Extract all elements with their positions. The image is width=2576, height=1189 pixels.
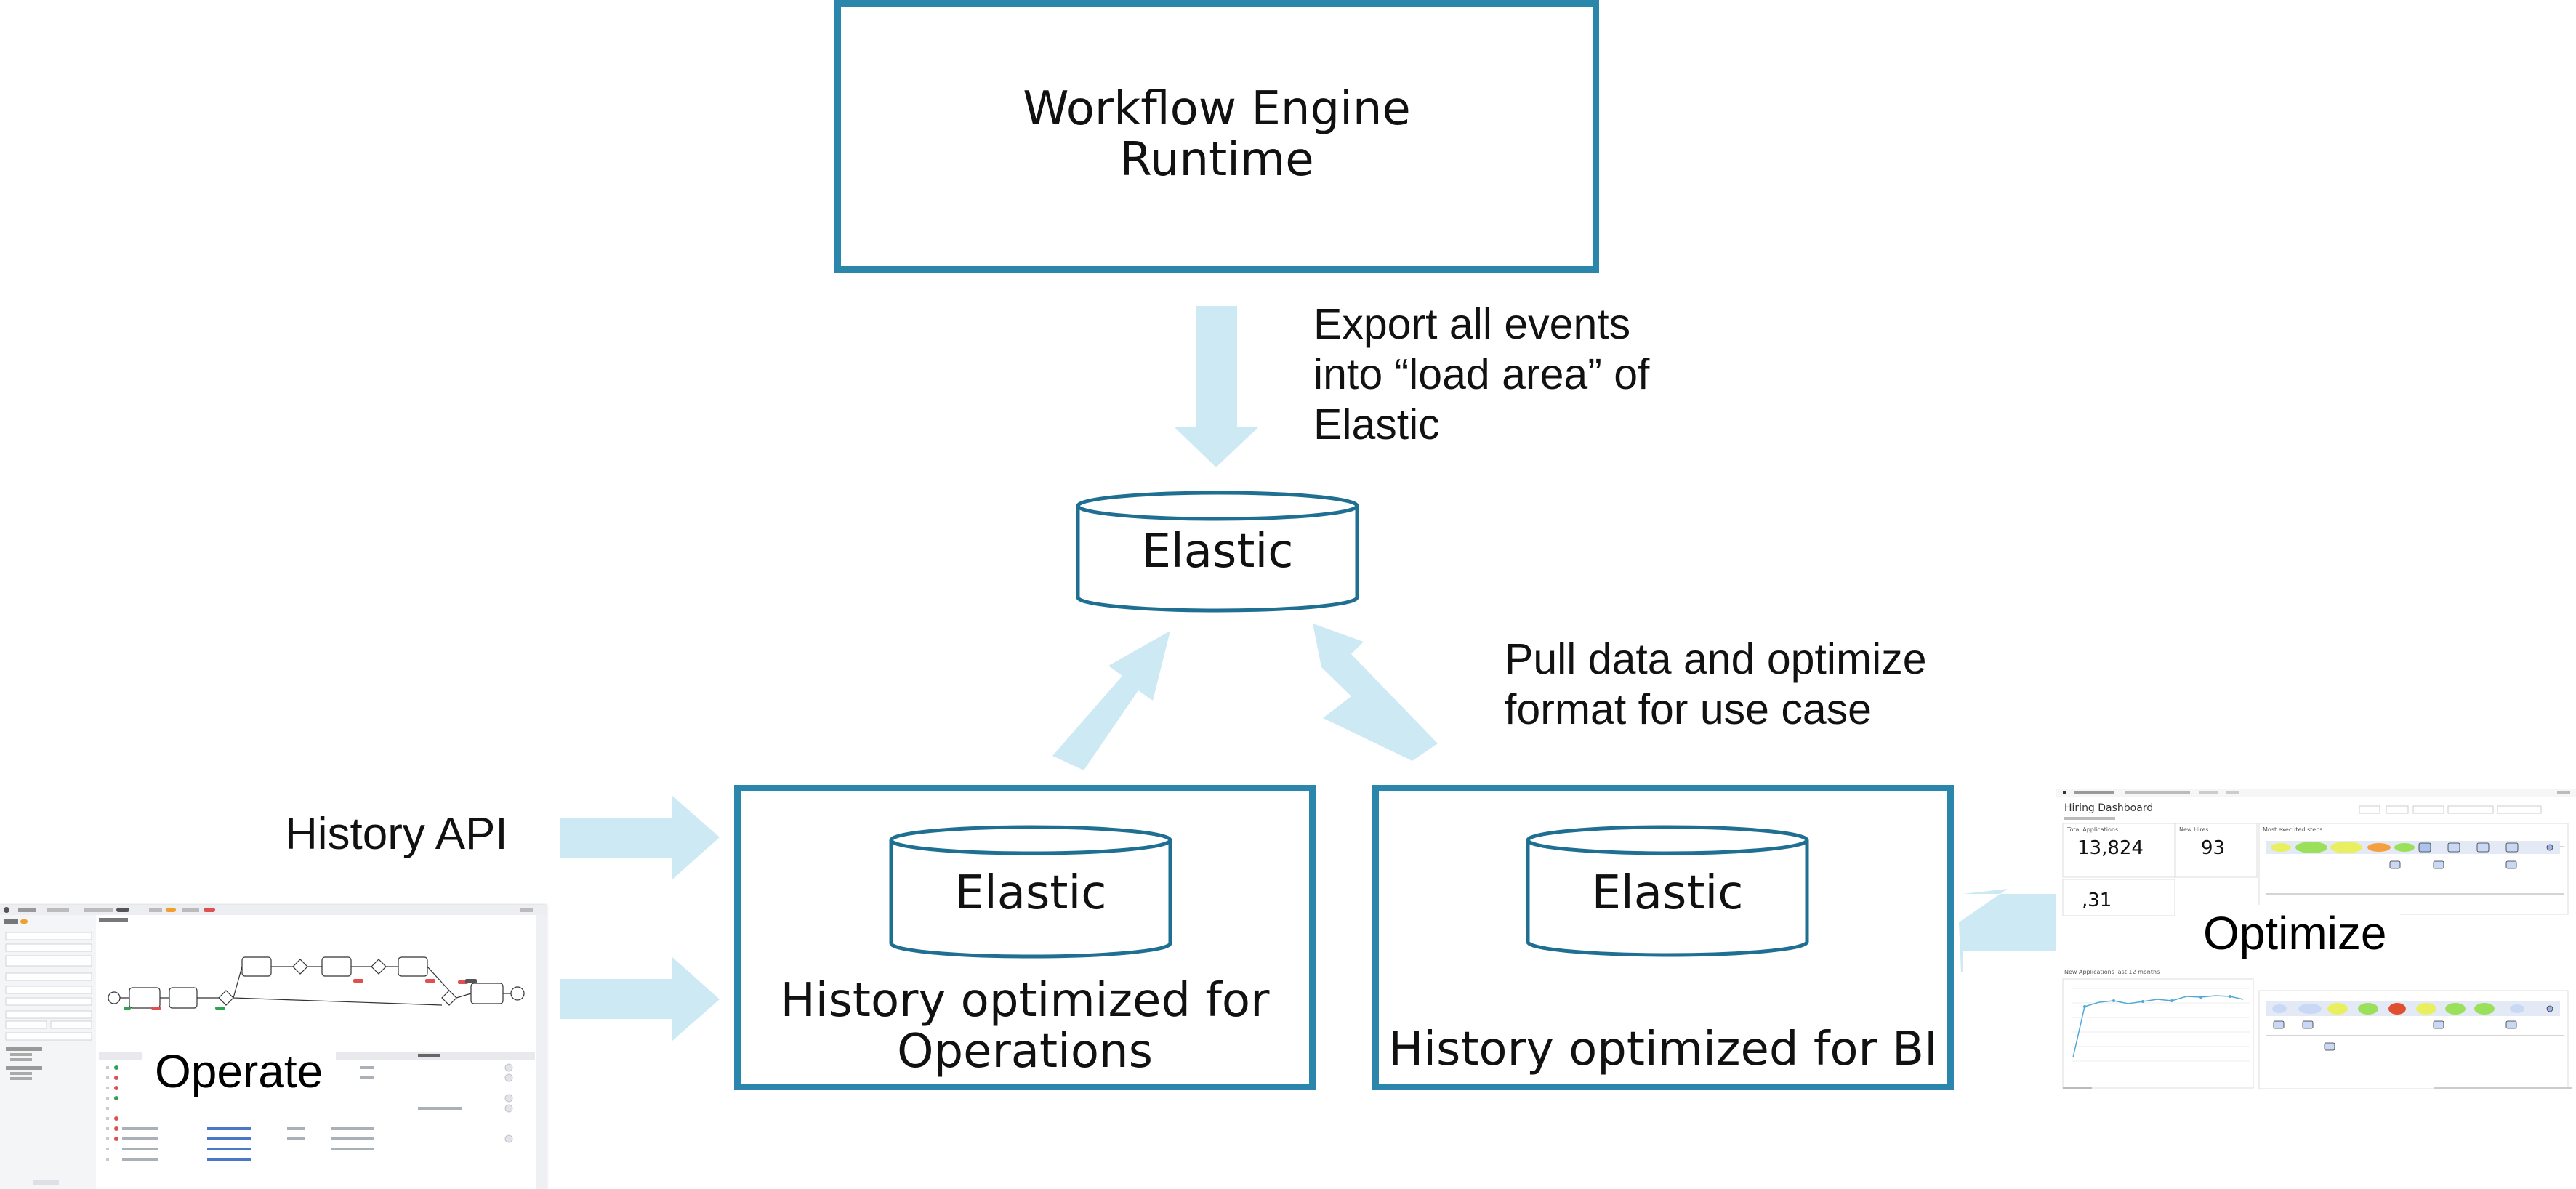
central-elastic-cylinder <box>1076 491 1359 613</box>
bi-history-box: Elastic History optimized for BI <box>1372 785 1954 1090</box>
optimize-screenshot: Hiring Dashboard Total Applications 13,8… <box>2056 789 2576 1094</box>
optimize-chart-label: New Applications last 12 months <box>2064 969 2160 975</box>
bi-to-elastic-arrow <box>1313 624 1438 761</box>
optimize-kpi-total-value: 13,824 <box>2077 837 2144 859</box>
optimize-ui-thumbnail: Hiring Dashboard Total Applications 13,8… <box>2056 789 2576 1089</box>
history-api-arrow <box>560 796 720 879</box>
workflow-engine-title: Workflow Engine Runtime <box>1023 82 1411 187</box>
ops-elastic-label: Elastic <box>954 866 1107 920</box>
bi-elastic-cylinder <box>1526 825 1809 957</box>
operate-label: Operate <box>142 1043 337 1100</box>
central-elastic-label: Elastic <box>1141 525 1294 579</box>
optimize-kpi-partial-value: ,31 <box>2082 890 2112 911</box>
workflow-engine-box: Workflow Engine Runtime <box>834 0 1599 273</box>
optimize-kpi-total-label: Total Applications <box>2066 826 2118 833</box>
bi-box-title: History optimized for BI <box>1388 1023 1938 1076</box>
history-api-label: History API <box>285 809 508 859</box>
bi-elastic-label: Elastic <box>1591 866 1744 920</box>
export-arrow <box>1175 306 1258 467</box>
optimize-label: Optimize <box>2190 905 2400 962</box>
ops-box-title: History optimized for Operations <box>780 974 1270 1079</box>
export-annotation: Export all events into “load area” of El… <box>1313 300 1650 449</box>
operations-history-box: Elastic History optimized for Operations <box>734 785 1316 1090</box>
optimize-kpi-hires-value: 93 <box>2201 837 2225 859</box>
ops-to-elastic-arrow <box>1052 631 1170 770</box>
pull-annotation: Pull data and optimize format for use ca… <box>1505 635 1927 734</box>
optimize-steps-label: Most executed steps <box>2263 826 2322 833</box>
optimize-applications-line <box>2072 995 2244 1058</box>
ops-elastic-cylinder <box>889 825 1172 959</box>
operate-screenshot: Operate <box>0 905 547 1189</box>
optimize-dashboard-title: Hiring Dashboard <box>2064 802 2153 814</box>
optimize-kpi-hires-label: New Hires <box>2179 826 2208 833</box>
operate-arrow <box>560 957 720 1041</box>
